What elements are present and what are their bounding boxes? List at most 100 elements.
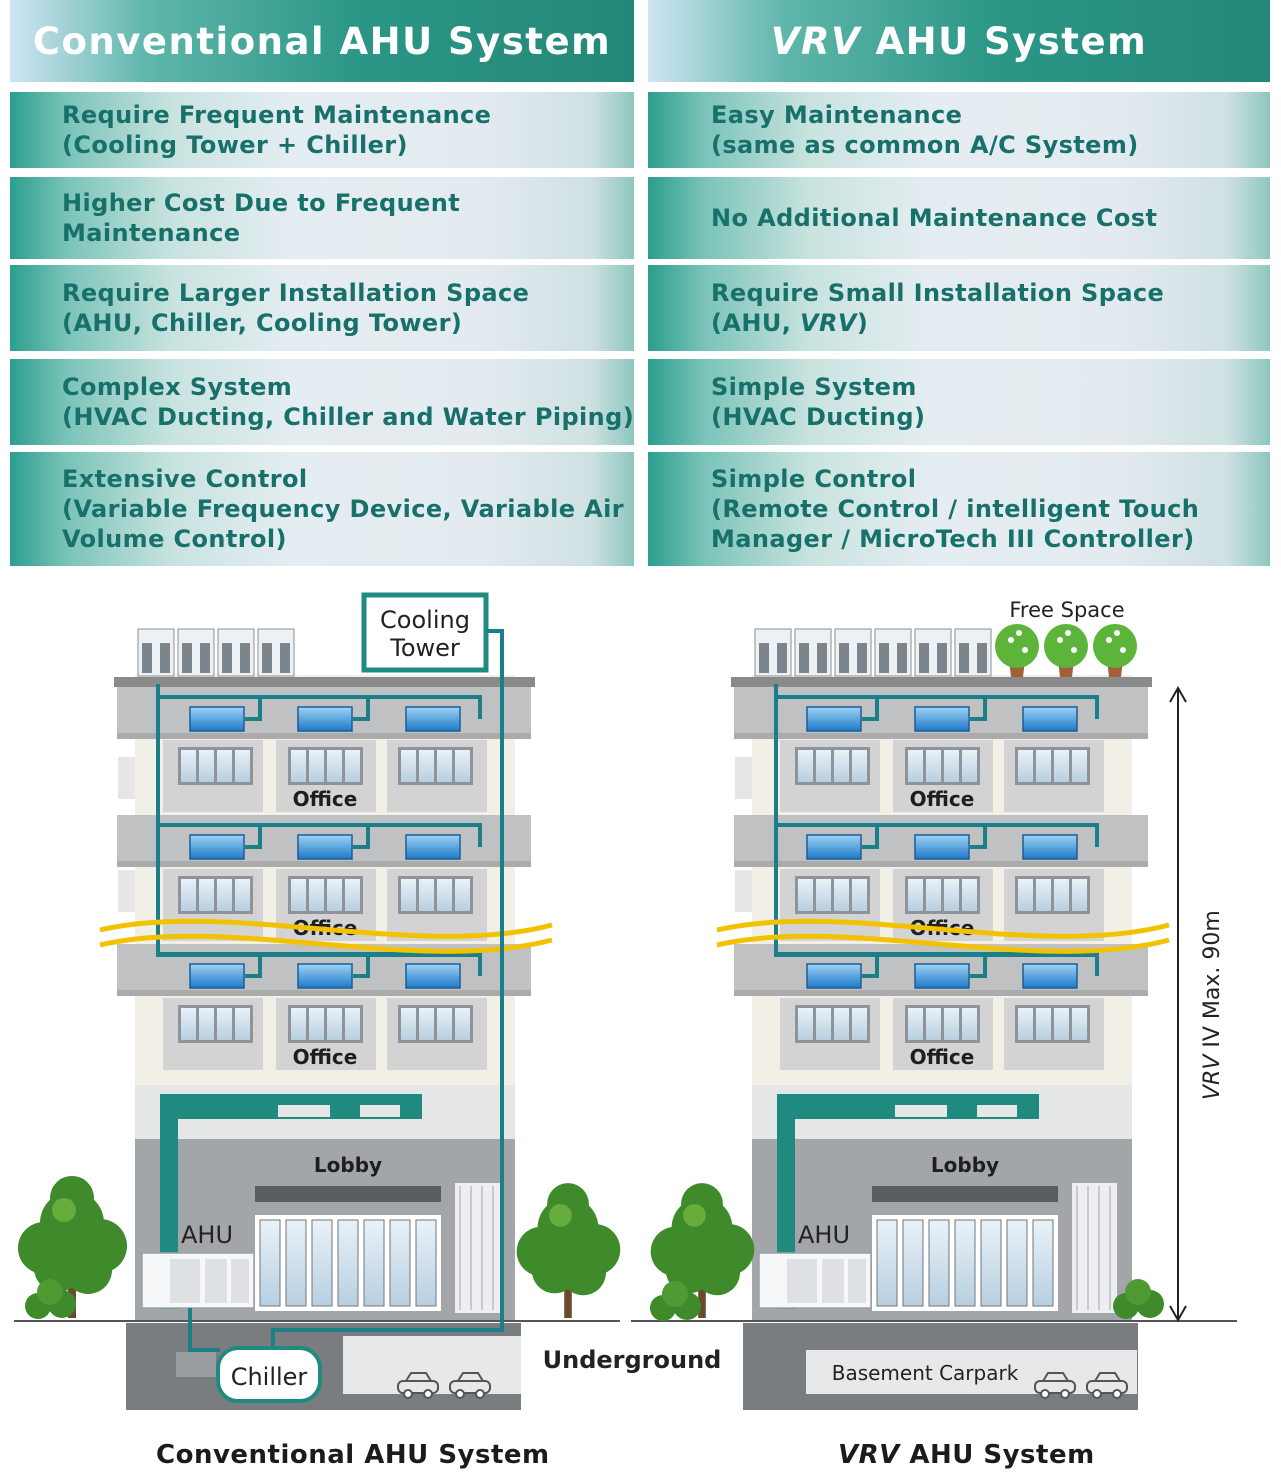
conventional-header: Conventional AHU System	[10, 0, 634, 82]
tree-highlight	[549, 1204, 572, 1227]
window-pane	[834, 750, 849, 782]
tree-trunk	[698, 1275, 706, 1318]
outdoor-unit-fan	[857, 643, 867, 673]
side-balcony	[735, 757, 752, 799]
row-line: (Variable Frequency Device, Variable Air	[62, 495, 624, 523]
window-pane	[199, 1008, 214, 1040]
window-pane	[962, 1008, 977, 1040]
window-pane	[309, 750, 324, 782]
window-pane	[1054, 879, 1069, 911]
row-line: (AHU, VRV)	[711, 308, 1270, 338]
window-pane	[1036, 879, 1051, 911]
conventional-row-control: Extensive Control (Variable Frequency De…	[10, 452, 634, 566]
entrance-glass	[928, 1219, 950, 1307]
window-pane	[816, 879, 831, 911]
break-line	[99, 918, 553, 939]
conventional-row-cost: Higher Cost Due to Frequent Maintenance	[10, 177, 634, 259]
car-body	[1086, 1380, 1128, 1394]
tree-highlight	[683, 1204, 706, 1227]
plant-foliage	[1044, 624, 1088, 668]
indoor-unit	[914, 834, 970, 860]
pipe-branch	[776, 695, 1099, 719]
pipe-branch	[970, 697, 987, 721]
indoor-unit	[914, 706, 970, 732]
indoor-unit	[189, 706, 245, 732]
plant-flower	[1016, 630, 1022, 636]
indoor-unit	[405, 963, 461, 989]
indoor-unit	[1022, 963, 1078, 989]
roof-slab	[731, 677, 1152, 687]
row-line: Manager / MicroTech III Controller)	[711, 525, 1195, 553]
window-pane	[926, 1008, 941, 1040]
pipe-branch	[245, 954, 262, 978]
floor-band-edge	[734, 861, 1148, 867]
break-line	[99, 933, 553, 954]
floor-band-edge	[734, 733, 1148, 739]
height-label-brand: VRV	[1200, 1053, 1225, 1100]
ahu-label: AHU	[798, 1221, 850, 1249]
height-arrow-head	[1169, 685, 1187, 703]
basement-carpark-label: Basement Carpark	[832, 1361, 1019, 1385]
car-body	[1034, 1380, 1076, 1394]
pipe-branch	[245, 697, 262, 721]
window-pane	[437, 750, 452, 782]
conventional-row-space: Require Larger Installation Space (AHU, …	[10, 265, 634, 351]
window-pane	[235, 1008, 250, 1040]
plant-flower	[1008, 637, 1014, 643]
carpark-area	[343, 1336, 521, 1394]
window-pane	[217, 879, 232, 911]
lobby-canopy	[255, 1186, 441, 1202]
row-line: Simple System	[711, 373, 917, 401]
car-body	[397, 1380, 439, 1394]
window-pane	[798, 750, 813, 782]
ahu-label: AHU	[181, 1221, 233, 1249]
outdoor-unit-fan	[897, 643, 907, 673]
window-pane	[345, 1008, 360, 1040]
building-diagram: OfficeOfficeOfficeLobbyAHUCoolingTowerCh…	[14, 592, 1237, 1410]
row-text: (AHU,	[711, 309, 800, 337]
window-pane	[455, 879, 470, 911]
row-line: Volume Control)	[62, 525, 287, 553]
car-body	[449, 1380, 491, 1394]
window-pane	[852, 1008, 867, 1040]
window-pane	[235, 750, 250, 782]
window-pane	[1054, 1008, 1069, 1040]
window-pane	[1054, 750, 1069, 782]
chiller-box	[216, 1346, 322, 1403]
pipe-branch	[862, 825, 879, 849]
tree-foliage	[694, 1249, 740, 1296]
office-label: Office	[293, 787, 358, 811]
pipe-branch	[862, 697, 879, 721]
side-balcony	[118, 757, 135, 799]
duct-gap	[360, 1105, 400, 1117]
pipe-branch	[245, 825, 262, 849]
pipe-branch	[158, 952, 482, 976]
vrv-row-cost: No Additional Maintenance Cost	[648, 177, 1270, 259]
pipe-branch	[158, 695, 482, 719]
office-label: Office	[910, 1045, 975, 1069]
chiller-base	[176, 1352, 216, 1377]
window-pane	[926, 750, 941, 782]
indoor-unit	[189, 963, 245, 989]
window-pane	[816, 1008, 831, 1040]
entrance-glass	[337, 1219, 359, 1307]
roof-slab	[114, 677, 535, 687]
shrub	[1125, 1279, 1151, 1305]
pipe-branch	[970, 825, 987, 849]
pipe-branch	[776, 823, 1099, 847]
row-line: Maintenance	[62, 219, 241, 247]
window-pane	[199, 750, 214, 782]
window-pane	[309, 879, 324, 911]
lobby-canopy	[872, 1186, 1058, 1202]
duct-gap	[977, 1105, 1017, 1117]
window-pane	[1018, 879, 1033, 911]
window-pane	[962, 750, 977, 782]
row-line: Require Small Installation Space	[711, 279, 1165, 307]
entrance-glass	[980, 1219, 1002, 1307]
outdoor-unit-fan	[240, 643, 250, 673]
window-pane	[798, 1008, 813, 1040]
row-line: (same as common A/C System)	[711, 131, 1139, 159]
window-pane	[309, 1008, 324, 1040]
conventional-row-system: Complex System (HVAC Ducting, Chiller an…	[10, 359, 634, 445]
water-pipe	[271, 629, 504, 1350]
